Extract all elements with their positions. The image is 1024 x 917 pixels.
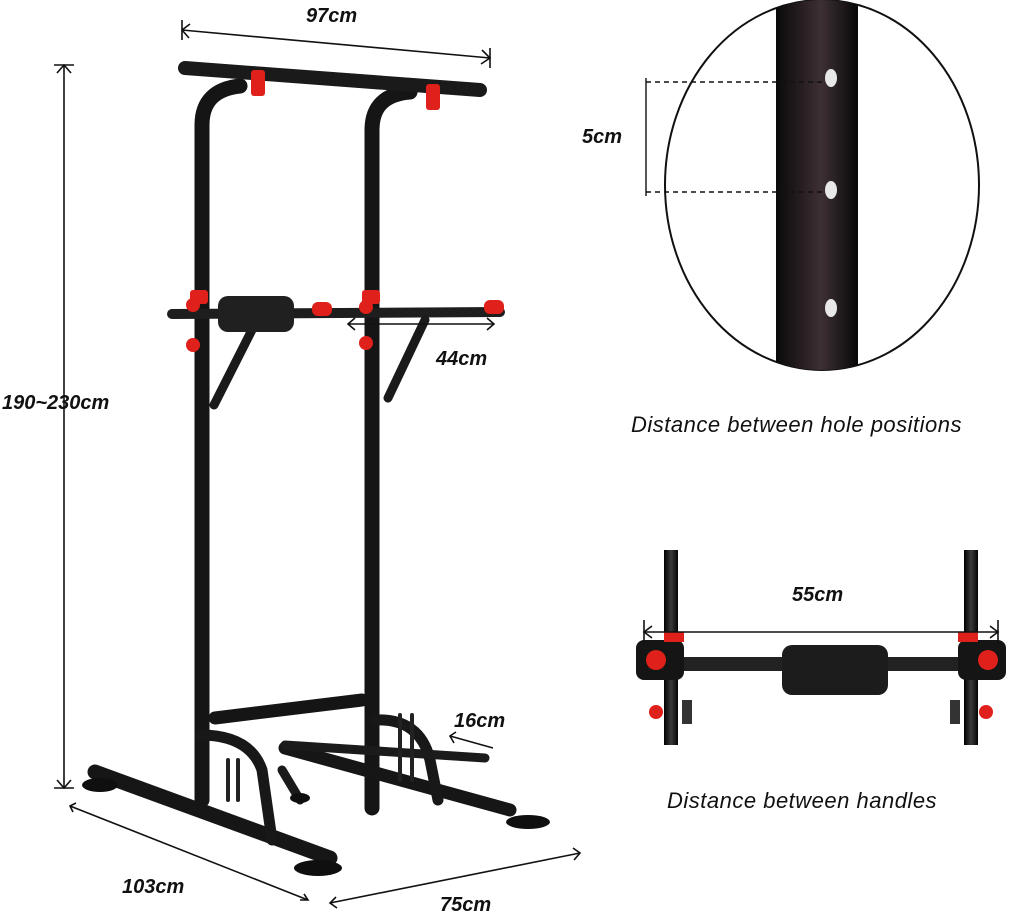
power-tower-frame — [87, 61, 517, 866]
foot-bar-label: 16cm — [454, 710, 506, 732]
dimension-lines — [54, 20, 582, 909]
dip-bar-label: 44cm — [436, 348, 488, 370]
foot-pads — [82, 778, 550, 876]
hole-detail-inset — [645, 0, 980, 371]
handle-distance-label: 55cm — [792, 584, 844, 606]
handle-caption: Distance between handles — [667, 788, 938, 813]
hole-caption: Distance between hole positions — [631, 412, 963, 437]
back-pad — [218, 296, 294, 332]
base-width-label: 75cm — [440, 894, 492, 916]
height-label: 190~230cm — [2, 392, 110, 414]
width-top-label: 97cm — [306, 5, 358, 27]
hole-spacing-label: 5cm — [582, 126, 623, 148]
handle-detail-inset — [636, 550, 1006, 745]
red-accent-caps — [186, 70, 504, 352]
base-length-label: 103cm — [122, 876, 185, 898]
